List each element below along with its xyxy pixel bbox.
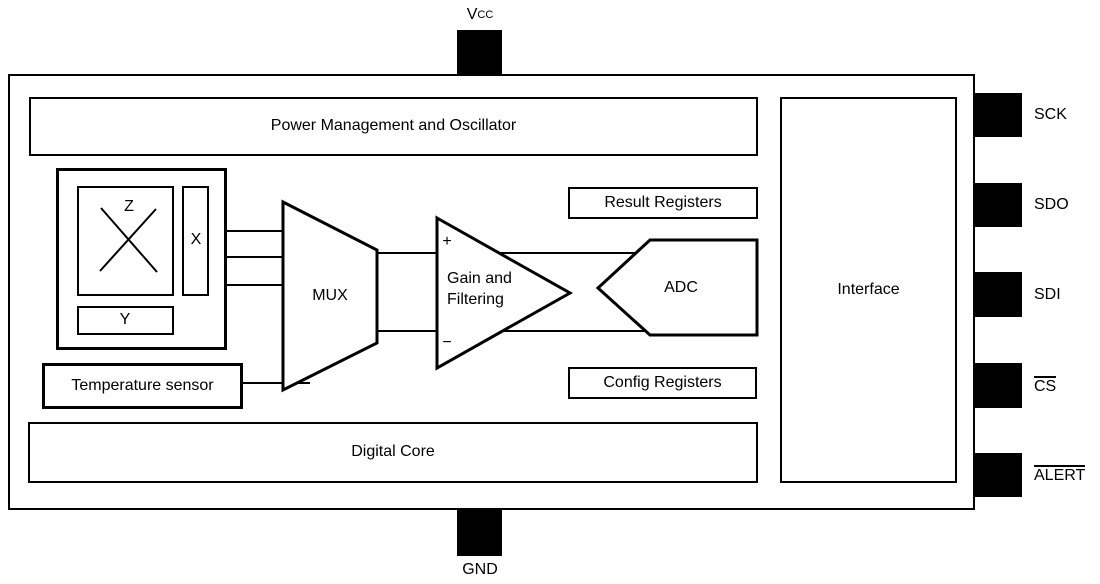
alert-pin-label: ALERT xyxy=(1034,453,1100,497)
gnd-pin xyxy=(457,510,502,556)
digital-core-box xyxy=(28,422,758,483)
amplifier-minus-label: − xyxy=(442,333,452,351)
amplifier-shape xyxy=(435,215,574,371)
sdi-pin xyxy=(975,272,1022,317)
sck-pin xyxy=(975,93,1022,137)
power-management-box xyxy=(29,97,758,156)
temperature-sensor-label: Temperature sensor xyxy=(71,376,214,394)
cs-pin xyxy=(975,363,1022,408)
digital-core-label: Digital Core xyxy=(351,443,435,461)
result-registers-box xyxy=(568,187,758,219)
adc-label: ADC xyxy=(664,278,698,296)
sdi-pin-label: SDI xyxy=(1034,285,1061,303)
config-registers-label: Config Registers xyxy=(603,373,722,391)
sensor-z-box xyxy=(77,186,174,296)
sdo-pin xyxy=(975,183,1022,227)
interface-box xyxy=(780,97,957,483)
mux-label: MUX xyxy=(312,286,348,304)
alert-pin xyxy=(975,453,1022,497)
amplifier-plus-label: + xyxy=(442,232,452,250)
sensor-y-box xyxy=(77,306,174,335)
adc-shape xyxy=(595,238,759,337)
sensor-cross-line-2 xyxy=(99,208,157,272)
result-registers-label: Result Registers xyxy=(604,193,722,211)
vcc-pin-label-base: V xyxy=(466,6,478,23)
gain-filtering-label: Gain and Filtering xyxy=(447,268,512,310)
cs-pin-label: CS xyxy=(1034,363,1100,408)
sensor-x-label: X xyxy=(190,230,202,248)
mux-shape xyxy=(281,199,379,393)
sensor-block-outline xyxy=(56,168,227,350)
temperature-sensor-box xyxy=(42,363,243,409)
sensor-y-label: Y xyxy=(119,310,131,328)
cs-pin-label-text: CS xyxy=(1034,375,1057,395)
sdo-pin-label: SDO xyxy=(1034,196,1069,213)
vcc-pin-label-subscript: CC xyxy=(477,8,494,21)
interface-label: Interface xyxy=(837,280,900,298)
config-registers-box xyxy=(568,367,757,399)
alert-pin-label-text: ALERT xyxy=(1034,465,1086,485)
vcc-pin xyxy=(457,30,502,75)
sensor-z-label: Z xyxy=(124,197,134,215)
power-management-label: Power Management and Oscillator xyxy=(270,117,517,135)
gain-filtering-line2: Filtering xyxy=(447,291,504,308)
sensor-x-box xyxy=(182,186,209,296)
gnd-pin-label: GND xyxy=(462,561,498,578)
sck-pin-label: SCK xyxy=(1034,106,1067,123)
chip-outline xyxy=(8,74,975,510)
gain-filtering-line1: Gain and xyxy=(447,270,512,287)
